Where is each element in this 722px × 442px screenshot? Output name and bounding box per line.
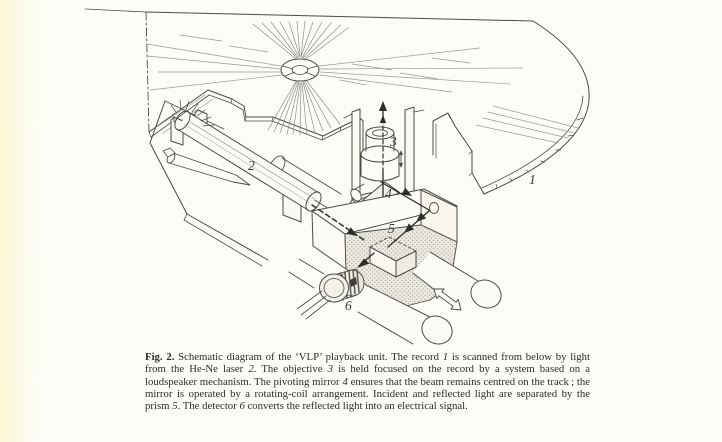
- figure-label-objective: 3: [389, 134, 397, 149]
- detector-leads: [296, 290, 331, 320]
- prism: [369, 236, 417, 278]
- laser: [162, 99, 322, 223]
- guide-rod-front-rear: [288, 258, 325, 289]
- slide-direction-arrow: [433, 288, 462, 311]
- record-disc: [84, 8, 590, 195]
- figure-label-laser: 2: [248, 158, 255, 173]
- prism-block: [311, 188, 458, 309]
- detector: [296, 268, 365, 320]
- guide-rods: [357, 251, 502, 345]
- figure-caption: Fig. 2. Schematic diagram of the ‘VLP’ p…: [145, 351, 591, 413]
- figure-label-record: 1: [529, 172, 536, 187]
- beam-hole: [429, 202, 439, 214]
- beam-path: [311, 101, 430, 268]
- figure-label-mirror: 4: [385, 186, 392, 201]
- figure-label-detector: 6: [345, 298, 352, 313]
- vlp-schematic-diagram: 1 2 3 4 5 6: [84, 8, 590, 345]
- disc-hub: [280, 58, 320, 82]
- figure-label-prism: 5: [388, 221, 395, 236]
